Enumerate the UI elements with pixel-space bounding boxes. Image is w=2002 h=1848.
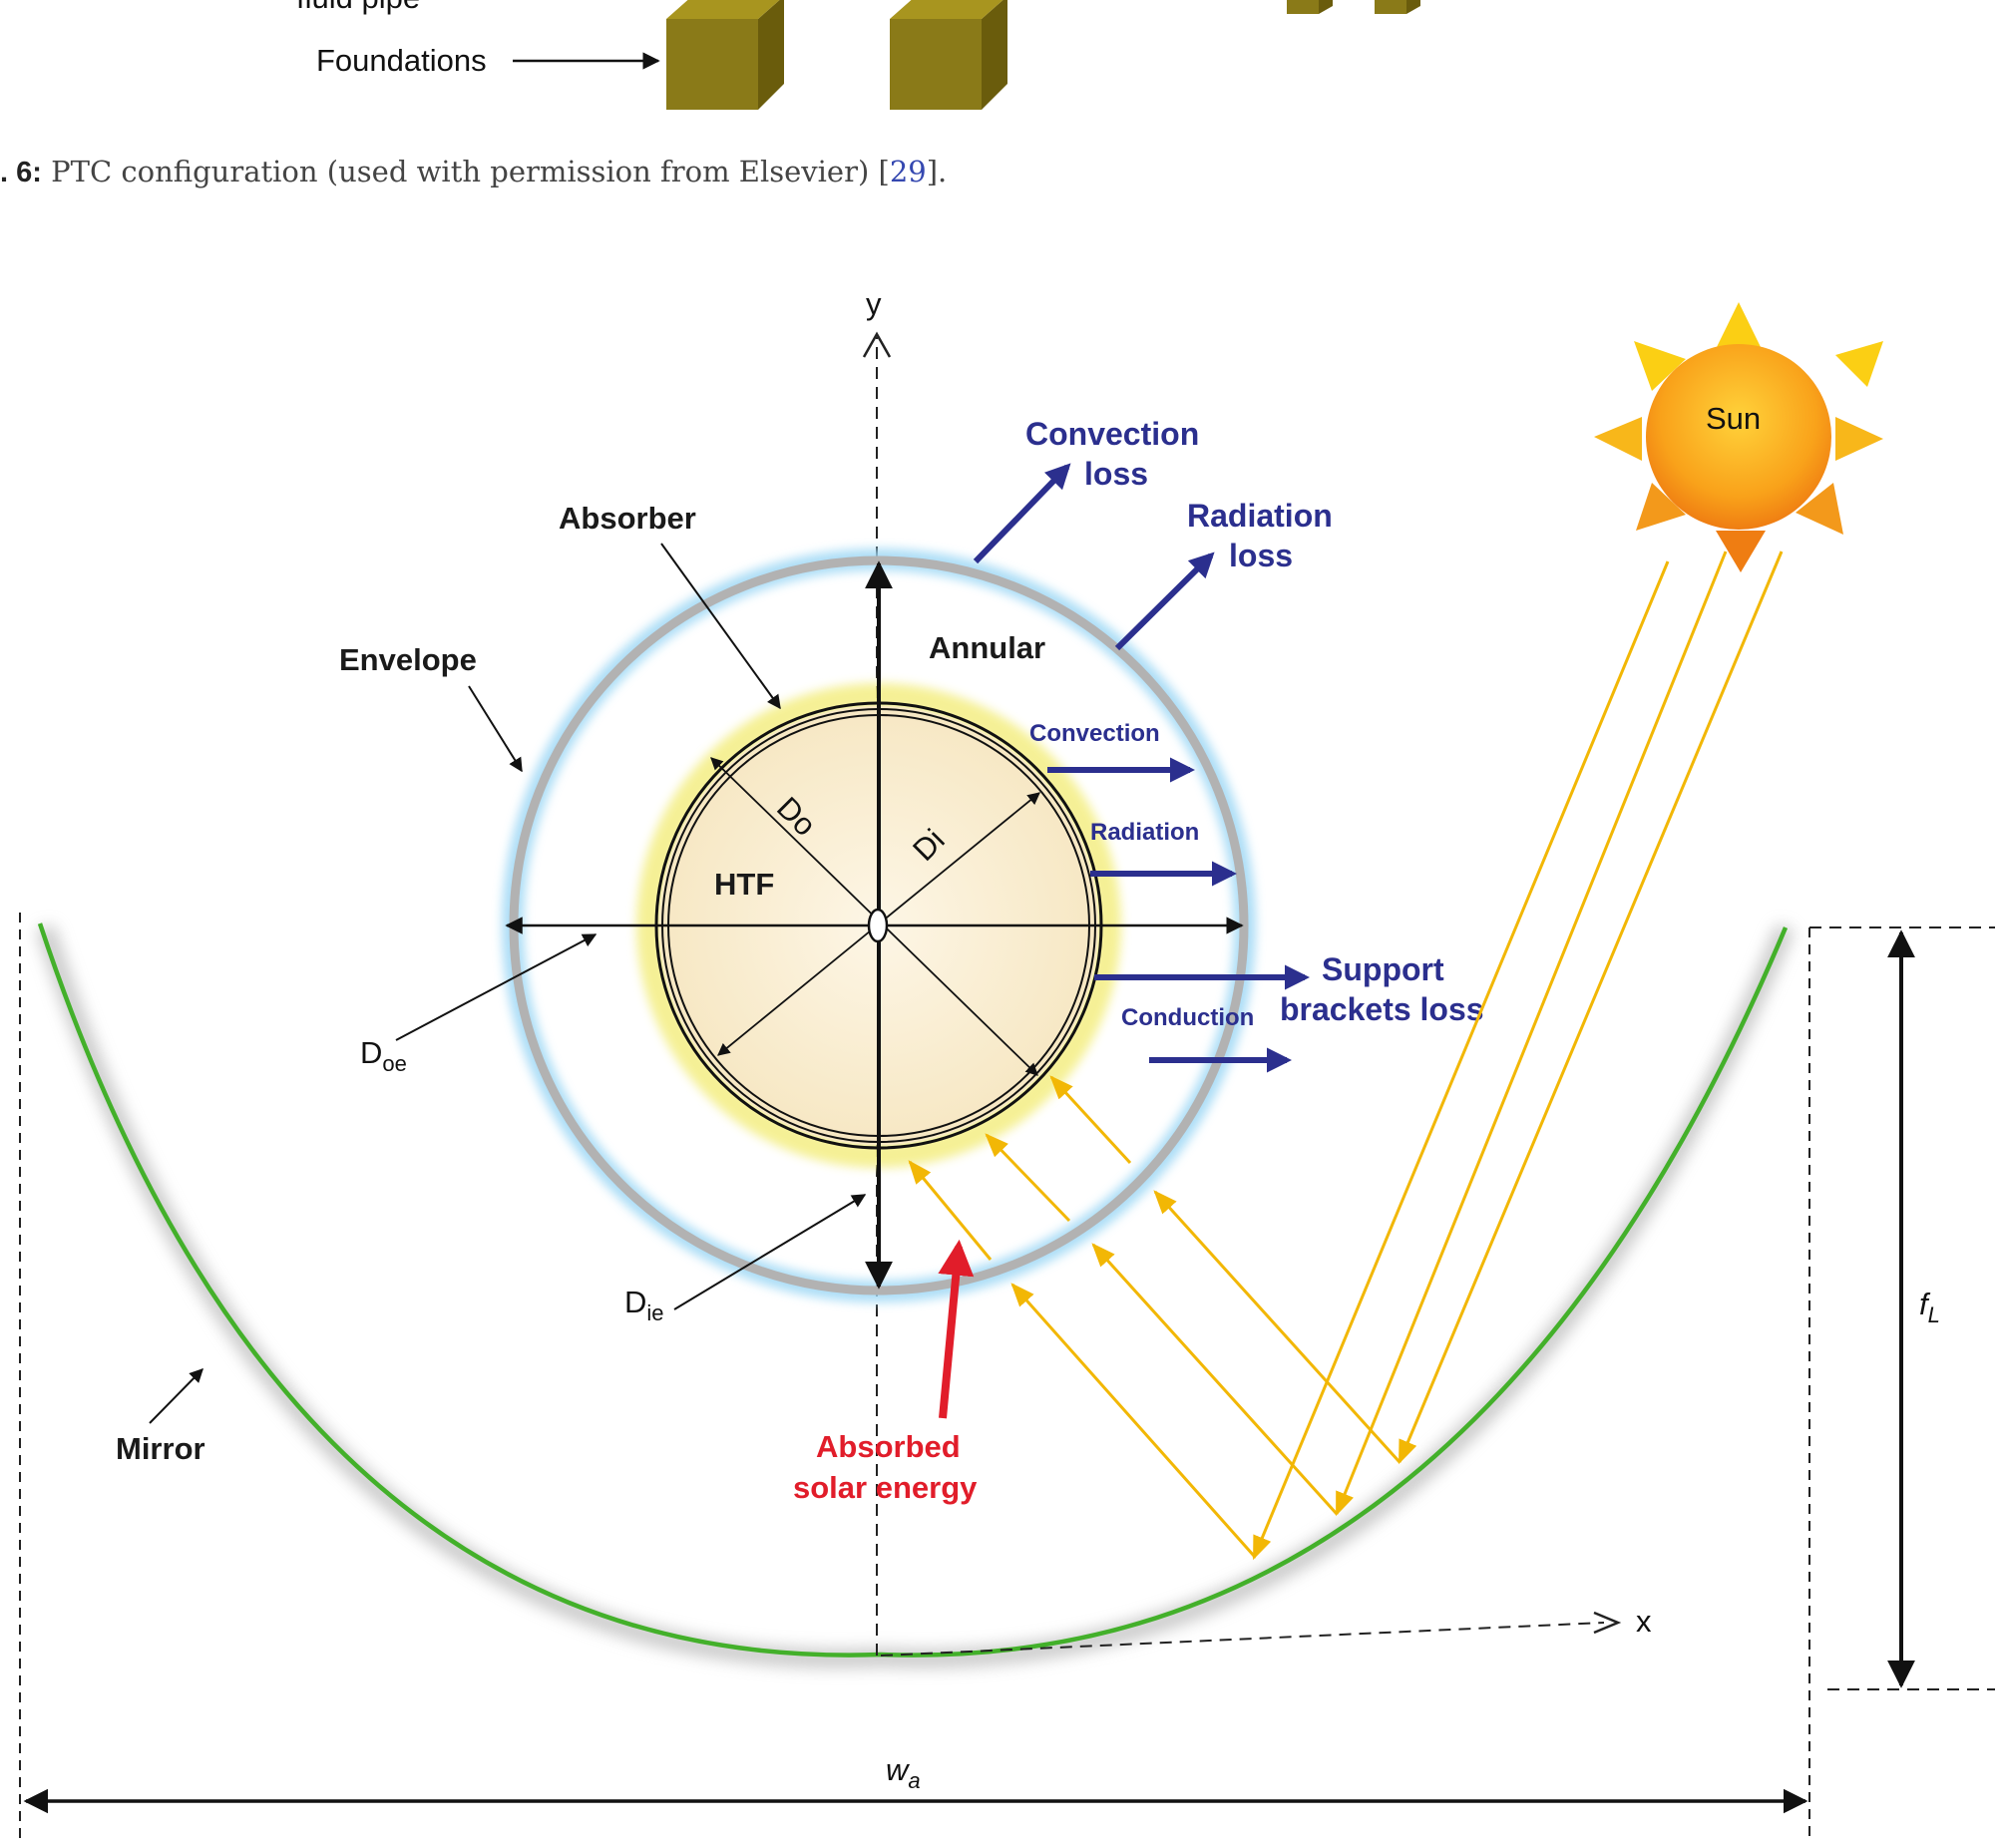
figure-caption: . 6: PTC configuration (used with permis…: [0, 155, 947, 189]
incoming-ray: [1398, 551, 1784, 1465]
envelope-pointer: [468, 685, 523, 773]
absorber-label: Absorber: [559, 501, 696, 536]
annular-label: Annular: [929, 630, 1045, 665]
foundation-block-4: [1375, 0, 1420, 14]
fluid-pipe-label: fluid pipe: [296, 0, 420, 15]
conduction-label: Conduction: [1121, 1004, 1254, 1031]
aperture-width-label: wa: [886, 1752, 921, 1793]
support-brackets-label-line1: Support: [1322, 951, 1444, 987]
absorbed-energy-arrow: [938, 1239, 975, 1419]
incoming-ray: [1252, 560, 1670, 1561]
incoming-ray: [1335, 551, 1728, 1517]
foundations-label: Foundations: [316, 43, 487, 78]
previous-figure-fragment: fluid pipe Foundations: [296, 0, 1420, 110]
convection-loss-label-line2: loss: [1084, 456, 1148, 492]
caption-text: PTC configuration (used with permission …: [51, 155, 890, 188]
die-label: Die: [624, 1285, 664, 1325]
sun-icon: Sun: [1594, 302, 1883, 572]
doe-label: Doe: [360, 1035, 407, 1076]
convection-loss-label-line1: Convection: [1025, 416, 1199, 452]
reflected-ray: [1010, 1283, 1256, 1557]
radiation-label: Radiation: [1090, 819, 1199, 846]
foundation-block-1: [666, 0, 784, 110]
x-axis: [880, 1622, 1605, 1657]
doe-pointer: [395, 933, 598, 1041]
convection-loss-arrow: [973, 463, 1071, 564]
caption-reference-link[interactable]: 29: [889, 155, 927, 188]
reflected-ray: [908, 1160, 993, 1261]
x-axis-label: x: [1636, 1604, 1652, 1639]
reflected-ray: [1091, 1243, 1339, 1516]
sun-label: Sun: [1706, 401, 1761, 436]
reflected-ray: [1153, 1190, 1401, 1464]
y-axis-arrowhead: [862, 331, 892, 358]
convection-label: Convection: [1029, 720, 1160, 747]
reflected-ray: [1049, 1075, 1132, 1165]
caption-number: . 6:: [0, 157, 42, 188]
radiation-loss-arrow: [1114, 552, 1215, 651]
mirror-label: Mirror: [116, 1431, 205, 1466]
reflected-ray: [985, 1133, 1071, 1223]
reflected-rays: [908, 1075, 1401, 1557]
absorbed-energy-label-line1: Absorbed: [816, 1429, 961, 1464]
radiation-loss-label-line1: Radiation: [1187, 498, 1333, 534]
foundation-block-2: [890, 0, 1007, 110]
y-axis-label: y: [866, 286, 882, 321]
absorber-pointer: [660, 543, 781, 710]
caption-end: ].: [926, 155, 948, 188]
radiation-loss-label-line2: loss: [1229, 538, 1293, 573]
foundation-block-3: [1287, 0, 1333, 14]
htf-label: HTF: [714, 867, 774, 902]
envelope-label: Envelope: [339, 642, 477, 677]
absorbed-energy-label-line2: solar energy: [793, 1470, 978, 1505]
center-marker: [867, 908, 889, 943]
focal-length-label: fL: [1919, 1287, 1940, 1327]
incoming-rays: [1252, 551, 1784, 1561]
support-brackets-label-line2: brackets loss: [1280, 991, 1484, 1027]
x-axis-arrowhead: [1593, 1611, 1622, 1635]
mirror-pointer: [149, 1368, 203, 1424]
die-pointer: [673, 1194, 867, 1310]
